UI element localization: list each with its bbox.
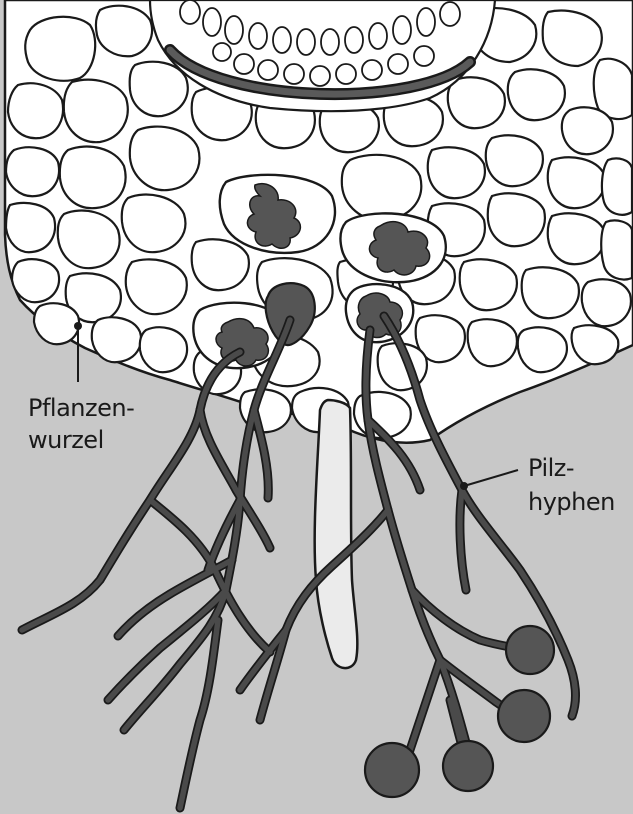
stele-cell <box>440 2 460 26</box>
stele-cell <box>369 23 387 49</box>
stele-cell <box>393 16 411 44</box>
cortex-cell <box>12 259 59 302</box>
cortex-cell <box>522 267 579 318</box>
stele-cell <box>284 64 304 84</box>
cortex-cell <box>140 327 187 372</box>
cortex-cell <box>428 147 485 198</box>
hyphae-label-dot <box>460 482 468 490</box>
cortex-cell <box>448 77 505 128</box>
stele-cell <box>336 64 356 84</box>
spore <box>506 626 554 674</box>
cortex-cell <box>64 80 128 142</box>
cortex-cell <box>6 147 59 196</box>
cortex-cell <box>342 155 421 220</box>
spore <box>365 743 419 797</box>
cortex-cell <box>601 220 632 279</box>
cortex-cell <box>562 107 613 154</box>
cortex-cell <box>460 259 517 310</box>
cortex-cell <box>486 135 543 186</box>
cortex-cell <box>60 147 126 209</box>
cortex-cell <box>6 203 55 252</box>
cortex-cell <box>58 211 120 269</box>
stele-cell <box>345 27 363 53</box>
cortex-cell <box>582 279 631 326</box>
cortex-cell <box>468 319 517 366</box>
cortex-cell <box>96 6 152 57</box>
cortex-cell <box>126 259 187 314</box>
cortex-cell <box>602 158 632 214</box>
root-label-line2: wurzel <box>28 426 104 454</box>
hyphae-label-line2: hyphen <box>528 488 615 516</box>
cortex-cell <box>25 17 95 81</box>
cortex-cell <box>548 213 605 264</box>
stele-cell <box>249 23 267 49</box>
cortex-cell <box>192 239 249 290</box>
stele-cell <box>203 8 221 36</box>
stele-cell <box>321 29 339 55</box>
stele-cell <box>414 46 434 66</box>
stele-cell <box>234 54 254 74</box>
stele-cell <box>362 60 382 80</box>
stele-cell <box>273 27 291 53</box>
stele-cell <box>180 0 200 24</box>
cortex-cell <box>122 195 186 253</box>
root-label-line1: Pflanzen- <box>28 394 134 422</box>
stele-cell <box>310 66 330 86</box>
cortex-cell <box>488 193 545 246</box>
root-label-dot <box>74 322 82 330</box>
cortex-cell <box>508 69 565 120</box>
cortex-cell <box>518 327 567 372</box>
stele-cell <box>297 29 315 55</box>
spore <box>443 741 493 791</box>
stele-cell <box>417 8 435 36</box>
cortex-cell <box>130 127 200 191</box>
cortex-cell <box>548 157 605 208</box>
stele-cell <box>225 16 243 44</box>
stele-cell <box>258 60 278 80</box>
spore <box>498 690 550 742</box>
stele-cell <box>388 54 408 74</box>
cortex-cell <box>8 83 63 138</box>
hyphae-label-line1: Pilz- <box>528 454 574 482</box>
stele-cell <box>213 43 231 61</box>
cortex-cell <box>92 317 141 362</box>
